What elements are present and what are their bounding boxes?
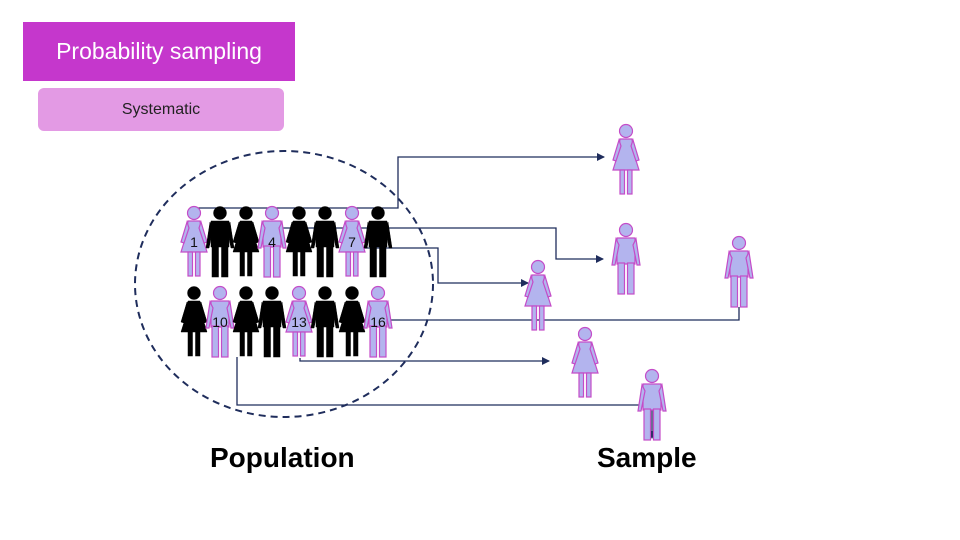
population-person-1-7 (363, 285, 393, 358)
connector-3 (352, 247, 529, 287)
population-group: 1 4 7 10 13 16 (180, 205, 393, 358)
population-person-1-3 (257, 286, 287, 358)
population-person-0-2 (232, 206, 260, 277)
population-person-1-0 (180, 286, 208, 357)
sample-person-2 (611, 222, 641, 295)
person-number-label: 16 (370, 314, 386, 330)
population-person-1-6 (338, 286, 366, 357)
sample-person-4 (724, 235, 754, 308)
population-person-0-7 (363, 206, 393, 278)
population-person-0-5 (310, 206, 340, 278)
connector-2 (272, 227, 604, 263)
person-number-label: 4 (268, 234, 276, 250)
connector-6 (236, 357, 656, 439)
population-person-0-6 (338, 205, 366, 277)
connector-5 (299, 357, 550, 365)
population-person-1-2 (232, 286, 260, 357)
person-number-label: 10 (212, 314, 228, 330)
population-label: Population (210, 442, 355, 473)
person-number-label: 13 (291, 314, 307, 330)
person-number-label: 7 (348, 234, 356, 250)
population-person-1-4 (285, 285, 313, 357)
page-title: Probability sampling (23, 22, 295, 81)
population-person-0-1 (205, 206, 235, 278)
connector-4 (378, 307, 740, 321)
population-person-0-4 (285, 206, 313, 277)
method-label: Systematic (38, 88, 284, 131)
sample-person-3 (524, 259, 552, 331)
population-person-0-0 (180, 205, 208, 277)
population-boundary (134, 150, 434, 418)
population-person-1-1 (205, 285, 235, 358)
sample-group (524, 123, 754, 441)
person-number-label: 1 (190, 234, 198, 250)
sample-person-1 (612, 123, 640, 195)
population-person-0-3 (257, 205, 287, 278)
population-person-1-5 (310, 286, 340, 358)
selection-connectors (194, 153, 740, 439)
sample-label: Sample (597, 442, 697, 473)
sample-person-6 (637, 368, 667, 441)
sample-person-5 (571, 326, 599, 398)
